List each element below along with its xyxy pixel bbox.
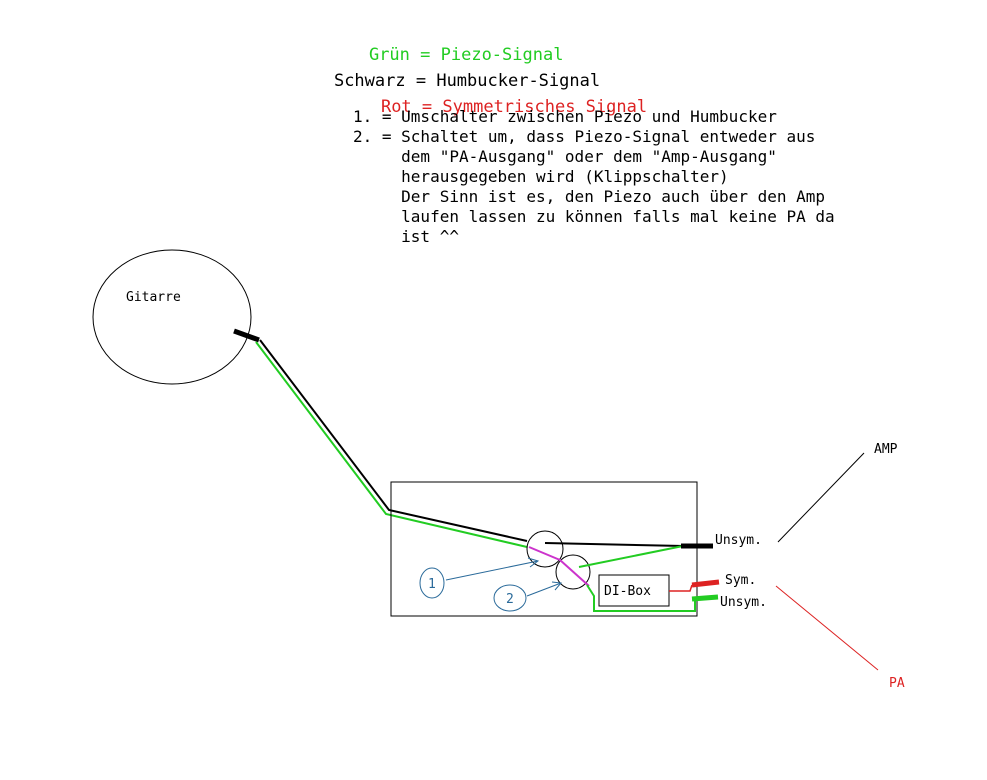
wire-black-switch1-out <box>544 542 685 547</box>
pa-leader <box>775 585 879 671</box>
jack-sym <box>691 579 720 588</box>
callout-2-bubble <box>493 584 527 612</box>
sym-label: Sym. <box>725 573 756 588</box>
legend-black-key: Schwarz <box>333 71 406 91</box>
wire-green-switch2-dibox <box>586 584 696 612</box>
legend-red-key: Rot <box>380 97 412 117</box>
note-line-4: herausgegeben wird (Klippschalter) <box>353 167 729 186</box>
switch-box <box>390 481 698 617</box>
legend-green-value: Piezo-Signal <box>440 45 564 65</box>
callout-2-label: 2 <box>506 592 514 607</box>
legend-green-key: Grün <box>368 45 410 65</box>
amp-leader <box>777 452 865 543</box>
guitar-body <box>92 249 252 385</box>
callout-2-arrowhead <box>551 581 562 591</box>
cable-green <box>255 341 528 548</box>
note-line-2: 2. = Schaltet um, dass Piezo-Signal entw… <box>353 127 816 146</box>
legend-red: Rot = Symmetrisches Signal <box>380 97 648 117</box>
unsym-bottom-label: Unsym. <box>720 595 767 610</box>
cable-black <box>259 339 528 542</box>
wire-magenta-1 <box>528 546 561 561</box>
legend-black: Schwarz = Humbucker-Signal <box>333 71 601 91</box>
legend-green: Grün = Piezo-Signal <box>368 45 564 65</box>
callout-1-arrow <box>445 560 539 581</box>
guitar-jack <box>233 328 260 343</box>
amp-label: AMP <box>874 442 898 457</box>
di-box <box>598 574 670 607</box>
switch-2 <box>555 554 591 590</box>
note-line-3: dem "PA-Ausgang" oder dem "Amp-Ausgang" <box>353 147 777 166</box>
guitar-label: Gitarre <box>126 290 181 305</box>
legend-red-value: Symmetrisches Signal <box>442 97 648 117</box>
di-box-label: DI-Box <box>604 584 651 599</box>
jack-unsym-bottom <box>691 594 719 602</box>
legend-black-value: Humbucker-Signal <box>436 71 601 91</box>
note-line-6: laufen lassen zu können falls mal keine … <box>353 207 835 226</box>
wire-red-dibox <box>669 584 693 592</box>
callout-2-arrow <box>526 582 562 597</box>
note-line-1: 1. = Umschalter zwischen Piezo und Humbu… <box>353 107 777 126</box>
pa-label: PA <box>889 676 905 691</box>
switch-1 <box>526 530 564 568</box>
callout-1-label: 1 <box>428 577 436 592</box>
wire-green-switch2-amp <box>578 545 684 568</box>
callout-1-bubble <box>419 567 445 599</box>
note-line-5: Der Sinn ist es, den Piezo auch über den… <box>353 187 826 206</box>
note-line-7: ist ^^ <box>353 227 459 246</box>
unsym-top-label: Unsym. <box>715 533 762 548</box>
callout-1-arrowhead <box>527 557 540 568</box>
wire-magenta-2 <box>559 559 590 587</box>
